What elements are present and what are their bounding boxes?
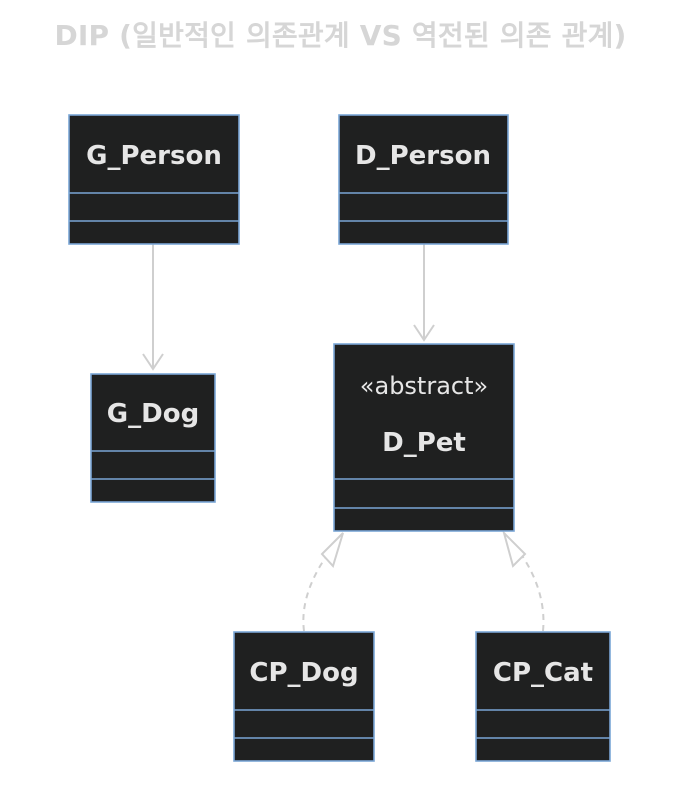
triangle-head-cp-cat — [502, 529, 527, 568]
arrowhead-g-dog — [142, 353, 164, 371]
triangle-head-cp-dog — [320, 532, 344, 568]
class-stereotype: «abstract» — [360, 372, 488, 400]
edges — [142, 244, 545, 632]
arrowhead-d-pet — [413, 324, 435, 342]
class-name: CP_Dog — [249, 658, 358, 688]
class-d-person[interactable]: D_Person — [338, 114, 509, 245]
edge-cp-dog-to-d-pet — [302, 545, 335, 632]
class-g-dog[interactable]: G_Dog — [90, 373, 216, 503]
class-name: G_Person — [86, 141, 222, 171]
class-name: G_Dog — [107, 399, 199, 429]
class-g-person[interactable]: G_Person — [68, 114, 240, 245]
class-cp-dog[interactable]: CP_Dog — [233, 631, 375, 762]
class-name: D_Pet — [382, 428, 466, 458]
class-name: CP_Cat — [493, 658, 593, 688]
class-cp-cat[interactable]: CP_Cat — [475, 631, 611, 762]
diagram-title: DIP (일반적인 의존관계 VS 역전된 의존 관계) — [54, 19, 627, 52]
class-name: D_Person — [355, 141, 491, 171]
class-d-pet[interactable]: «abstract» D_Pet — [333, 343, 515, 532]
